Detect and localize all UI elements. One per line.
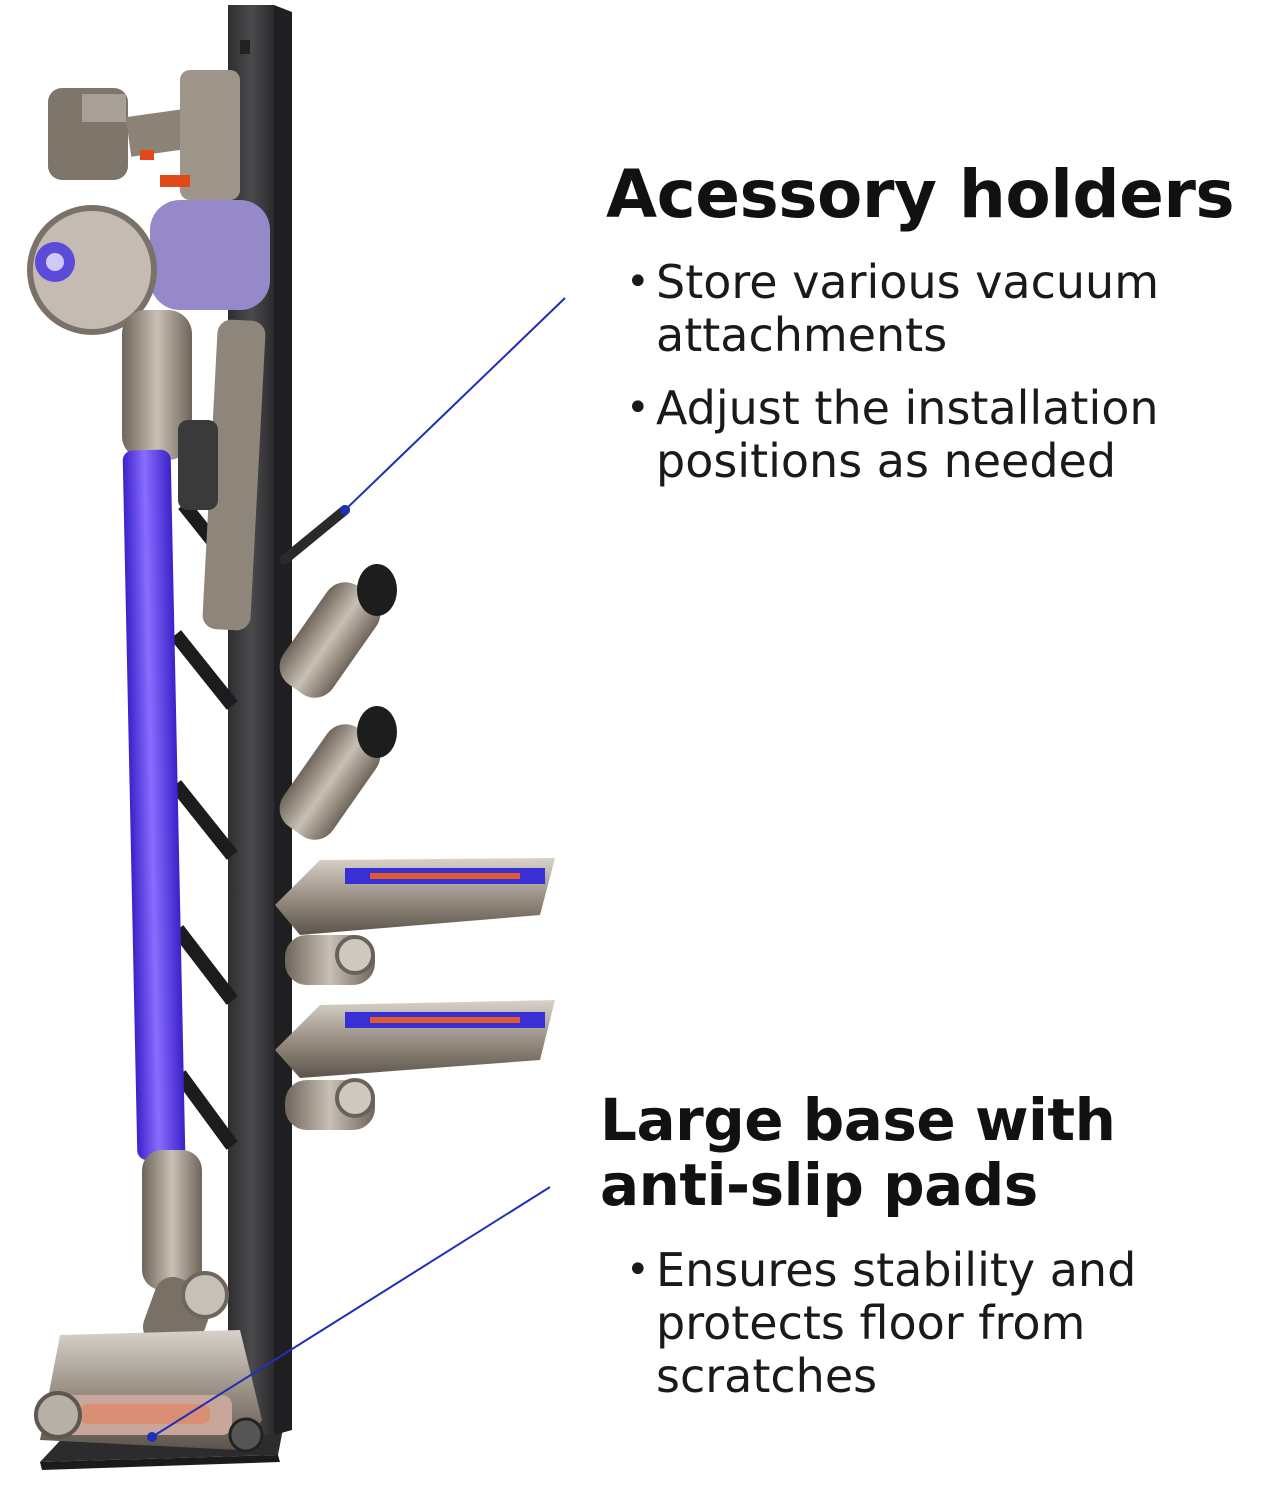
bullet-text: Ensures stability and protects floor fro…	[656, 1243, 1137, 1403]
vacuum-motor-body	[27, 70, 270, 335]
accessory-arms	[279, 505, 350, 565]
bullet-text: Store various vacuum attachments	[656, 255, 1160, 362]
bullet-item: •Store various vacuum attachments	[626, 256, 1266, 362]
crevice-tool-2	[279, 706, 397, 840]
large-base-bullets: •Ensures stability and protects floor fr…	[626, 1244, 1246, 1423]
accessory-holders-heading: Acessory holders	[606, 156, 1235, 233]
bullet-item: •Adjust the installation positions as ne…	[626, 382, 1266, 488]
floor-head-attachment-1	[275, 858, 555, 985]
vacuum-floor-head	[34, 1330, 264, 1453]
accessory-holders-bullets: •Store various vacuum attachments •Adjus…	[626, 256, 1266, 508]
bullet-text: Adjust the installation positions as nee…	[656, 381, 1159, 488]
bullet-dot-icon: •	[626, 259, 650, 305]
leader-line-base	[147, 1186, 551, 1442]
floor-head-attachment-2	[275, 1000, 555, 1130]
vacuum-handle	[122, 310, 266, 631]
crevice-tool-1	[279, 564, 397, 698]
bullet-dot-icon: •	[626, 1247, 650, 1293]
bullet-dot-icon: •	[626, 385, 650, 431]
bullet-item: •Ensures stability and protects floor fr…	[626, 1244, 1246, 1403]
leader-line-accessory	[340, 297, 566, 515]
rear-braces	[170, 500, 238, 1150]
vacuum-neck	[142, 1150, 229, 1354]
large-base-heading: Large base with anti-slip pads	[600, 1086, 1116, 1219]
vacuum-wand	[122, 449, 186, 1161]
